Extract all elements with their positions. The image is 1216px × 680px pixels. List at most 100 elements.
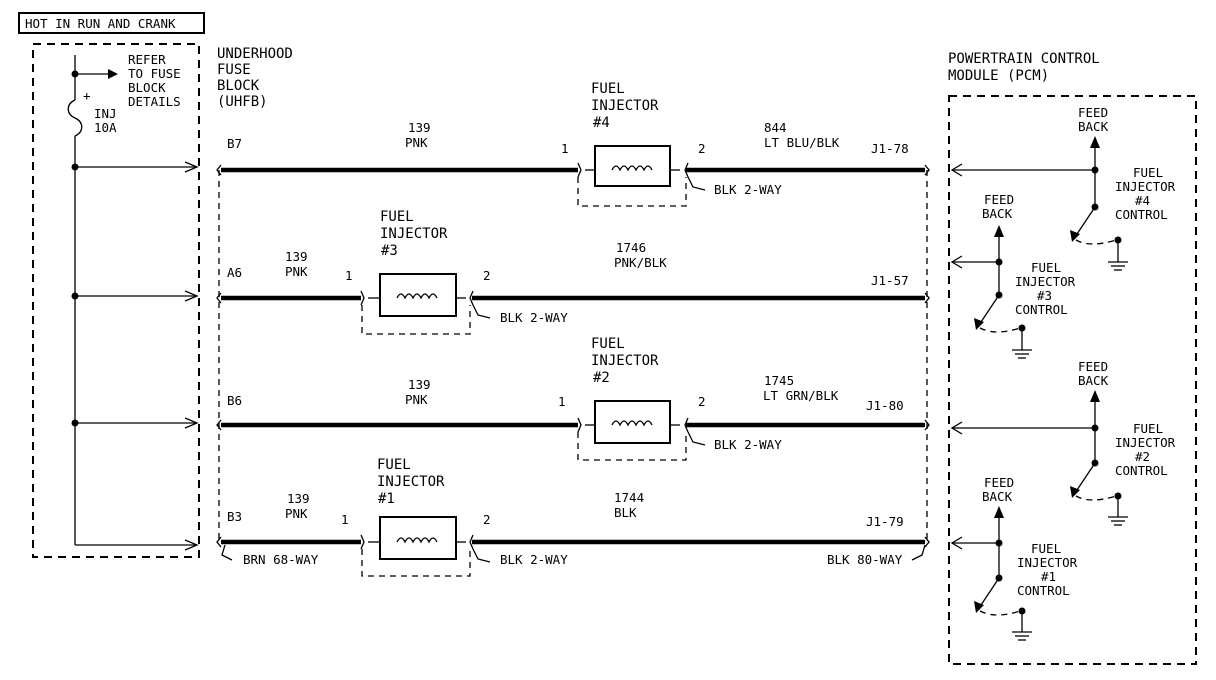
fuse-label-1: INJ (94, 106, 117, 121)
injector-shroud (577, 432, 687, 461)
refer-line-3: BLOCK (128, 80, 166, 95)
injector-label-2: INJECTOR (377, 474, 445, 490)
pin2-label: 2 (698, 141, 706, 156)
control-label-1: FUEL (1031, 541, 1061, 556)
pcm-wire-color: BLK (614, 505, 637, 520)
control-label-2: INJECTOR (1017, 555, 1078, 570)
control-label-1: FUEL (1133, 421, 1163, 436)
control-label-3: #3 (1037, 288, 1052, 303)
control-label-3: #4 (1135, 193, 1150, 208)
control-label-1: FUEL (1133, 165, 1163, 180)
fuse-pin-label: B6 (227, 393, 242, 408)
pcm-driver-2: FEED BACK FUEL INJECTOR #2 CONTROL (1070, 359, 1176, 526)
injector-body (379, 273, 457, 317)
fuse-block-name-3: BLOCK (217, 78, 260, 94)
pcm-title-2: MODULE (PCM) (948, 68, 1049, 84)
feedback-label-1: FEED (1078, 359, 1108, 374)
hot-label-box (18, 12, 205, 34)
control-label-4: CONTROL (1115, 207, 1168, 222)
fuse-label-2: 10A (94, 120, 117, 135)
branch-row-2 (71, 290, 199, 302)
circuit-injector-1: B3 139 PNK 1 FUEL INJECTOR #1 2 BLK 2-WA… (216, 457, 930, 577)
injector-label-2: INJECTOR (380, 226, 448, 242)
wire-number-label: 139 (408, 377, 431, 392)
injector-label-2: INJECTOR (591, 98, 659, 114)
pcm-wire-number: 1746 (616, 240, 646, 255)
pcm-wire-number: 1745 (764, 373, 794, 388)
injector-shroud (577, 177, 687, 207)
pcm-driver-4: FEED BACK FUEL INJECTOR #4 CONTROL (1070, 105, 1176, 271)
feedback-label-1: FEED (984, 192, 1014, 207)
refer-line-4: DETAILS (128, 94, 181, 109)
fuse-block-name-4: (UHFB) (217, 94, 268, 110)
injector-label-1: FUEL (380, 209, 414, 225)
injector-shroud (361, 549, 471, 577)
wire-number-label: 139 (287, 491, 310, 506)
injector-number: #1 (378, 491, 395, 507)
pcm-wire-color: PNK/BLK (614, 255, 667, 270)
control-label-1: FUEL (1031, 260, 1061, 275)
circuit-injector-3: A6 139 PNK 1 FUEL INJECTOR #3 2 BLK 2-WA… (216, 209, 930, 335)
right-connector-hook (911, 544, 926, 561)
refer-line-2: TO FUSE (128, 66, 181, 81)
feedback-label-2: BACK (1078, 373, 1109, 388)
connector-label: BLK 2-WAY (714, 437, 782, 452)
pcm-wire-color: LT BLU/BLK (764, 135, 840, 150)
refer-arrow-head (108, 69, 118, 79)
control-label-2: INJECTOR (1115, 435, 1176, 450)
pcm-driver-1: FEED BACK FUEL INJECTOR #1 CONTROL (974, 475, 1078, 641)
pin1-label: 1 (561, 141, 569, 156)
injector-body (594, 400, 671, 444)
wire-number-label: 139 (285, 249, 308, 264)
pcm-input-row-3 (950, 421, 1095, 435)
pin1-label: 1 (558, 394, 566, 409)
wire-color-label: PNK (405, 135, 428, 150)
wire-color-label: PNK (405, 392, 428, 407)
pcm-input-row-2 (950, 255, 999, 269)
fuse-pin-label: B3 (227, 509, 242, 524)
fuse-pin-label: A6 (227, 265, 242, 280)
fuse-plus: + (83, 88, 91, 103)
control-label-4: CONTROL (1115, 463, 1168, 478)
fuse-block-outline (32, 43, 200, 558)
pcm-pin-label: J1-79 (866, 514, 904, 529)
pin1-label: 1 (341, 512, 349, 527)
branch-row-1 (71, 161, 199, 173)
wire-color-label: PNK (285, 264, 308, 279)
injector-label-1: FUEL (591, 336, 625, 352)
pin2-label: 2 (483, 512, 491, 527)
injector-shroud (361, 305, 471, 335)
pcm-pin-label: J1-57 (871, 273, 909, 288)
pcm-wire-number: 844 (764, 120, 787, 135)
fuse-block-name-1: UNDERHOOD (217, 46, 293, 62)
feedback-label-2: BACK (982, 489, 1013, 504)
control-label-3: #1 (1041, 569, 1056, 584)
connector-label: BLK 2-WAY (500, 552, 568, 567)
pin1-label: 1 (345, 268, 353, 283)
pcm-input-row-4 (950, 536, 999, 550)
branch-row-4 (75, 539, 199, 551)
injector-coil (396, 537, 438, 544)
injector-number: #3 (381, 243, 398, 259)
injector-coil (611, 165, 653, 172)
connector-label: BLK 2-WAY (714, 182, 782, 197)
circuit-injector-4: B7 139 PNK 1 FUEL INJECTOR #4 2 BLK 2-WA… (216, 81, 930, 207)
control-label-4: CONTROL (1015, 302, 1068, 317)
pcm-driver-3: FEED BACK FUEL INJECTOR #3 CONTROL (974, 192, 1076, 359)
injector-coil (396, 293, 438, 300)
feedback-label-1: FEED (1078, 105, 1108, 120)
fuse-pin-label: B7 (227, 136, 242, 151)
pin2-label: 2 (698, 394, 706, 409)
fuse-symbol (67, 99, 83, 137)
pcm-input-row-1 (950, 163, 1095, 177)
feedback-label-2: BACK (1078, 119, 1109, 134)
injector-coil (611, 420, 653, 427)
fuse-block-name-2: FUSE (217, 62, 251, 78)
injector-number: #4 (593, 115, 610, 131)
refer-line-1: REFER (128, 52, 166, 67)
control-label-3: #2 (1135, 449, 1150, 464)
pcm-pin-label: J1-78 (871, 141, 909, 156)
circuit-injector-2: B6 139 PNK 1 FUEL INJECTOR #2 2 BLK 2-WA… (216, 336, 930, 461)
injector-number: #2 (593, 370, 610, 386)
pcm-wire-color: LT GRN/BLK (763, 388, 839, 403)
